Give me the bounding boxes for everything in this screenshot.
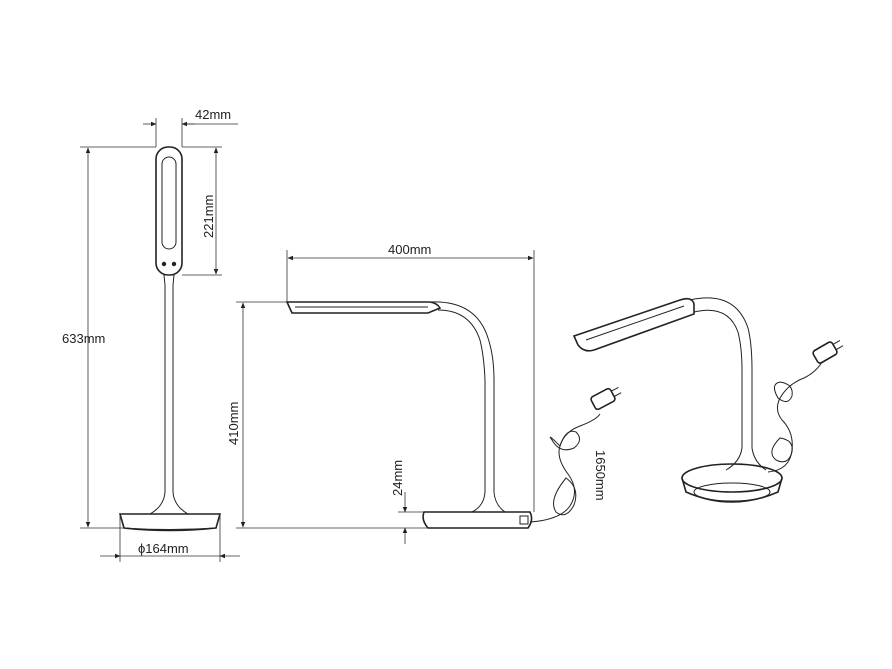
perspective-plug [812,340,844,364]
front-head-button-left [161,261,167,267]
side-cable-loop-2 [549,430,580,451]
dim-total-height-label: 633mm [62,331,105,346]
front-head-outline [155,146,183,276]
side-cable [529,413,601,523]
front-head-button-right [171,261,177,267]
perspective-cable [767,361,823,473]
side-view: 400mm 410mm 24mm 1650mm [226,242,622,544]
side-arm-inner [437,309,486,513]
perspective-view [572,297,844,503]
front-base-bottom [123,527,217,530]
dim-base-diameter-label: ϕ164mm [138,541,189,556]
dim-head-width-label: 42mm [195,107,231,122]
side-base [422,511,533,529]
perspective-base-ring [693,482,771,502]
perspective-base-top [681,463,783,493]
dim-base-height-label: 24mm [390,460,405,496]
front-head-light-panel [161,156,177,250]
front-view: 42mm 221mm 633mm ϕ164mm [62,107,240,562]
perspective-head-edge [573,335,579,346]
perspective-cable-loop-1 [771,437,793,463]
dim-side-height-label: 410mm [226,402,241,445]
front-pole [149,274,189,515]
perspective-head-panel [585,305,685,341]
dim-head-length-label: 221mm [201,195,216,238]
front-base [118,513,222,532]
side-arm-outer [429,301,506,513]
perspective-cable-loop-2 [774,381,793,402]
perspective-head [572,297,695,352]
dim-cable-length-label: 1650mm [593,450,608,501]
dim-reach-label: 400mm [388,242,431,257]
perspective-arm-outer [689,297,767,471]
perspective-base-side [681,477,783,503]
side-usb-port [519,515,529,525]
perspective-arm-inner [693,309,743,471]
side-cable-loop-1 [553,477,577,516]
side-plug [590,387,622,411]
